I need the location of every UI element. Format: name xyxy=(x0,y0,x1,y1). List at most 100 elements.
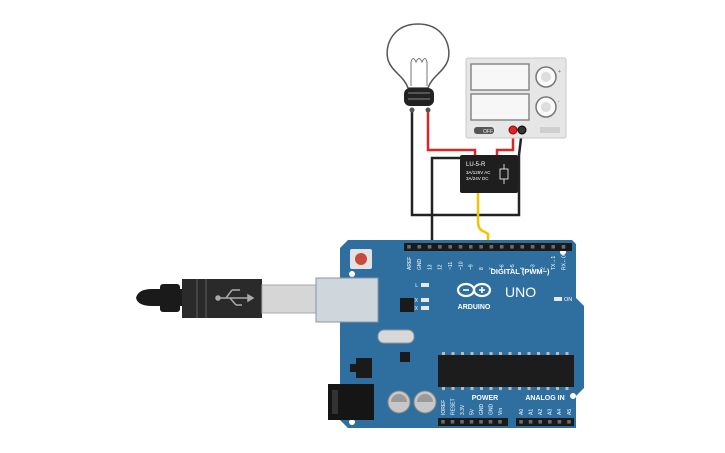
chip-pin xyxy=(537,352,540,355)
relay-rating-dc: 3A/24V DC xyxy=(466,176,489,181)
digital-pin-label: ~10 xyxy=(458,261,464,270)
supply-minus-terminal[interactable] xyxy=(517,125,527,135)
digital-pin-hole[interactable] xyxy=(520,245,525,249)
arduino-logo-icon xyxy=(456,282,492,298)
usb-chip xyxy=(400,298,414,312)
reset-button-cap[interactable] xyxy=(355,253,367,265)
power-label: POWER xyxy=(472,395,498,402)
usb-icon xyxy=(215,289,255,306)
analog-pin-label: A1 xyxy=(528,409,534,415)
board-brand: ARDUINO xyxy=(458,304,491,311)
analog-pin-label: A4 xyxy=(557,409,563,415)
bulb-base xyxy=(404,88,434,106)
power-pin-label: GND xyxy=(479,404,485,416)
usb-metal-connector xyxy=(261,284,317,314)
analog-pin-hole[interactable] xyxy=(548,420,552,424)
wire-bulb-to-relay[interactable] xyxy=(426,112,477,158)
power-pin-label: Vin xyxy=(498,408,504,415)
digital-pin-hole[interactable] xyxy=(561,245,566,249)
digital-pin-hole[interactable] xyxy=(417,245,422,249)
power-pin-hole[interactable] xyxy=(441,420,445,424)
digital-pin-hole[interactable] xyxy=(458,245,463,249)
digital-pin-label: ~9 xyxy=(469,264,475,270)
chip-pin xyxy=(527,387,531,390)
analog-pin-hole[interactable] xyxy=(557,420,562,424)
chip-pin xyxy=(518,387,521,390)
supply-plus-mark: + xyxy=(558,69,561,75)
digital-pin-label: 2 xyxy=(541,267,547,270)
chip-pin xyxy=(556,387,559,390)
capacitor-1 xyxy=(387,390,411,414)
analog-header xyxy=(516,418,574,426)
usb-cable[interactable] xyxy=(136,279,317,318)
wire-relay-to-pin8[interactable] xyxy=(476,192,490,245)
power-pin-label: GND xyxy=(488,404,494,416)
wire-supply-plus-to-relay[interactable] xyxy=(495,130,515,158)
digital-pin-hole[interactable] xyxy=(510,245,514,249)
voltage-regulator xyxy=(356,358,372,378)
analog-pin-hole[interactable] xyxy=(519,420,523,424)
digital-pin-hole[interactable] xyxy=(551,245,555,249)
analog-pin-hole[interactable] xyxy=(528,420,533,424)
chip-pin xyxy=(546,352,550,355)
digital-pin-hole[interactable] xyxy=(499,245,504,249)
digital-pin-label: 8 xyxy=(479,267,485,270)
chip-pin xyxy=(508,352,512,355)
chip-pin xyxy=(451,387,455,390)
power-pin-hole[interactable] xyxy=(498,420,502,424)
analog-label: ANALOG IN xyxy=(525,395,564,402)
light-bulb[interactable] xyxy=(386,23,450,113)
power-pin-hole[interactable] xyxy=(450,420,455,424)
digital-pin-label: 13 xyxy=(427,264,433,270)
digital-pin-hole[interactable] xyxy=(479,245,483,249)
digital-header xyxy=(404,243,572,251)
power-pin-label: 3.3V xyxy=(460,404,466,415)
chip-pin xyxy=(565,387,569,390)
power-pin-hole[interactable] xyxy=(469,420,474,424)
analog-pin-label: A3 xyxy=(548,409,554,415)
chip-pin xyxy=(442,352,445,355)
digital-pin-hole[interactable] xyxy=(469,245,473,249)
small-chip xyxy=(400,352,410,362)
wire-relay-to-gnd[interactable] xyxy=(430,156,467,245)
supply-minus-mark: - xyxy=(558,99,560,105)
power-pin-hole[interactable] xyxy=(479,420,483,424)
analog-pin-hole[interactable] xyxy=(567,420,571,424)
digital-pin-hole[interactable] xyxy=(427,245,432,249)
relay-symbol-icon xyxy=(499,164,509,184)
chip-pin xyxy=(489,352,493,355)
digital-pin-hole[interactable] xyxy=(407,245,411,249)
chip-pin xyxy=(480,352,483,355)
chip-pin xyxy=(489,387,493,390)
digital-pin-hole[interactable] xyxy=(438,245,442,249)
wire-bulb-to-gnd[interactable] xyxy=(410,112,524,217)
digital-pin-hole[interactable] xyxy=(448,245,452,249)
digital-pin-hole[interactable] xyxy=(541,245,545,249)
digital-pin-hole[interactable] xyxy=(530,245,535,249)
chip-pin xyxy=(565,352,569,355)
power-switch[interactable] xyxy=(474,127,494,134)
microcontroller-chip xyxy=(438,355,574,387)
chip-pin xyxy=(556,352,559,355)
bulb-filament xyxy=(410,58,428,86)
supply-display-top xyxy=(470,63,530,91)
digital-pin-label: 7 xyxy=(489,267,495,270)
digital-pin-hole[interactable] xyxy=(489,245,494,249)
relay-rating-ac: 3A/125V AC xyxy=(466,170,491,175)
supply-display-bottom xyxy=(470,93,530,121)
power-pin-hole[interactable] xyxy=(488,420,493,424)
power-pin-hole[interactable] xyxy=(460,420,464,424)
analog-pin-hole[interactable] xyxy=(538,420,542,424)
power-supply[interactable]: OFF xyxy=(465,57,567,139)
led-rx-label: RX xyxy=(411,306,419,312)
capacitor-2 xyxy=(413,390,437,414)
crystal xyxy=(377,329,415,344)
chip-pin xyxy=(470,352,474,355)
supply-plus-terminal[interactable] xyxy=(508,125,518,135)
chip-pin xyxy=(537,387,540,390)
relay[interactable]: LU-5-R 3A/125V AC 3A/24V DC xyxy=(460,155,518,193)
